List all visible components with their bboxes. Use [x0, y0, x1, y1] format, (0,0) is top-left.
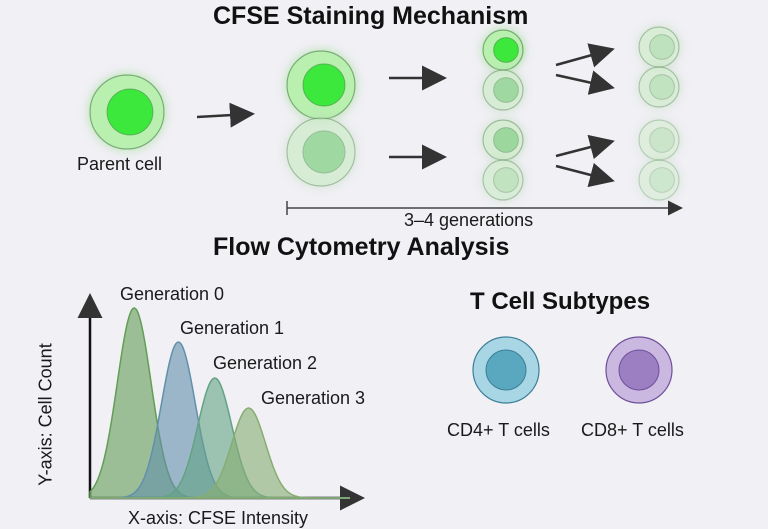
cd4-cell-icon [472, 336, 540, 404]
gen2-cell [482, 119, 524, 161]
series-label-gen0: Generation 0 [120, 284, 225, 304]
mechanism-title: CFSE Staining Mechanism [213, 2, 529, 30]
gen2-cell [482, 69, 524, 111]
division-arrow [555, 70, 615, 95]
division-arrow [555, 43, 615, 68]
gen3-cell [638, 119, 680, 161]
cell-nucleus [649, 34, 675, 60]
series-label-gen1: Generation 1 [180, 318, 285, 338]
division-arrow [555, 162, 615, 188]
subtypes-title: T Cell Subtypes [470, 288, 651, 315]
x-axis-label: X-axis: CFSE Intensity [128, 508, 309, 528]
cell-nucleus [485, 349, 527, 391]
cell-nucleus [618, 349, 660, 391]
flow-title: Flow Cytometry Analysis [213, 233, 510, 261]
cell-nucleus [649, 167, 675, 193]
parent-cell-label: Parent cell [77, 154, 163, 174]
cell-nucleus [649, 127, 675, 153]
parent-cell [89, 74, 165, 150]
gen2-cell [482, 29, 524, 71]
division-arrow [196, 102, 255, 128]
cell-nucleus [493, 167, 519, 193]
gen3-cell [638, 159, 680, 201]
cd4-label: CD4+ T cells [447, 420, 550, 440]
y-axis-label: Y-axis: Cell Count [35, 343, 56, 486]
gen1-cell [286, 50, 356, 120]
series-label-gen2: Generation 2 [213, 353, 318, 373]
cell-nucleus [493, 77, 519, 103]
cell-nucleus [649, 74, 675, 100]
cd8-cell-icon [605, 336, 673, 404]
cell-nucleus [302, 130, 346, 174]
cell-nucleus [106, 88, 154, 136]
gen3-cell [638, 26, 680, 68]
cell-nucleus [493, 37, 519, 63]
cd8-label: CD8+ T cells [581, 420, 684, 440]
timeline-label: 3–4 generations [404, 210, 534, 230]
histogram-peak-gen3 [90, 407, 350, 499]
gen3-cell [638, 66, 680, 108]
gen1-cell [286, 117, 356, 187]
cell-nucleus [493, 127, 519, 153]
gen2-cell [482, 159, 524, 201]
series-label-gen3: Generation 3 [261, 388, 366, 408]
cell-nucleus [302, 63, 346, 107]
division-arrow [555, 134, 615, 160]
